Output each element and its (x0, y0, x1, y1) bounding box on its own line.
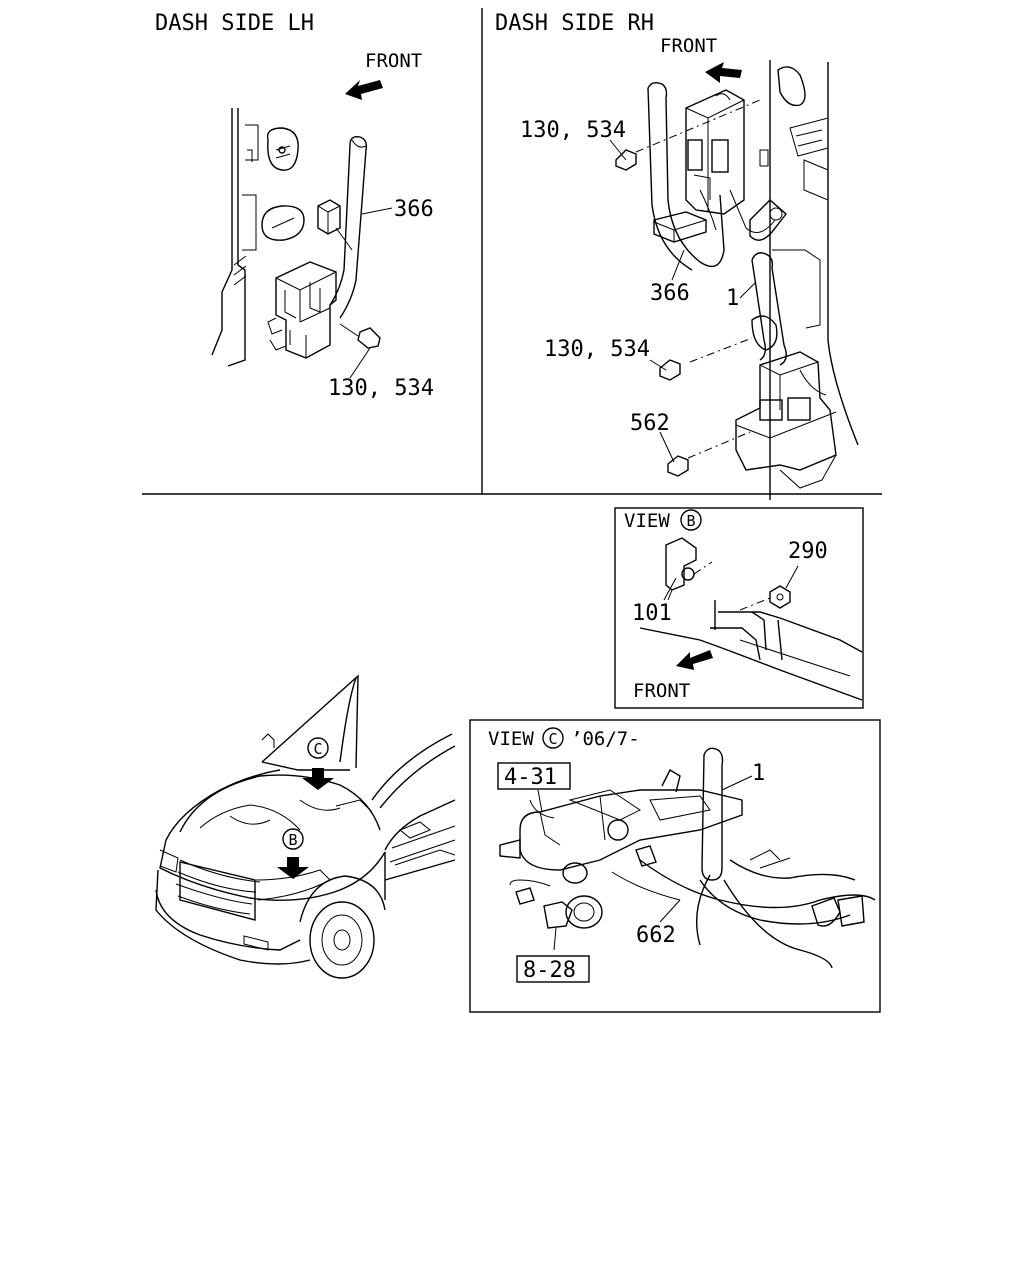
front-arrow-icon (705, 62, 742, 83)
ref-box-8-28 (516, 955, 590, 983)
callout-130-534-rh-top: 130, 534 (520, 118, 626, 143)
view-c-date: ’06/7- (571, 728, 640, 750)
callout-130-534-rh-mid: 130, 534 (544, 337, 650, 362)
marker-b-circle-icon (282, 828, 304, 850)
down-arrow-icon (302, 768, 334, 790)
dash-lh-front-label: FRONT (365, 50, 422, 72)
ref-box-4-31-label: 4-31 (504, 765, 557, 790)
front-arrow-icon (676, 650, 713, 670)
marker-c-circle-icon (307, 737, 329, 759)
dash-side-lh-panel: DASH SIDE LH FRONT (155, 11, 434, 401)
panel-dividers (142, 8, 882, 495)
view-b-title: VIEW (624, 510, 670, 532)
view-c-title: VIEW (488, 728, 534, 750)
callout-366-lh: 366 (394, 197, 434, 222)
callout-290: 290 (788, 539, 828, 564)
dash-side-rh-panel: DASH SIDE RH FRONT 130, 534 (495, 11, 859, 500)
callout-130-534-lh: 130, 534 (328, 376, 434, 401)
marker-c-letter: C (313, 740, 322, 758)
view-c-circle-icon (542, 727, 564, 749)
view-b-panel: VIEW B 101 290 FRONT (614, 507, 864, 709)
vehicle-overview: C B (155, 674, 456, 979)
down-arrow-icon (277, 857, 309, 879)
dash-lh-title: DASH SIDE LH (155, 11, 314, 36)
dash-rh-title: DASH SIDE RH (495, 11, 654, 36)
view-c-panel: VIEW C ’06/7- 4-31 8-28 1 (469, 719, 881, 1013)
front-arrow-icon (345, 80, 383, 100)
callout-1-rh: 1 (726, 286, 739, 311)
marker-b-letter: B (288, 831, 297, 849)
view-c-letter: C (548, 730, 557, 748)
dash-rh-front-label: FRONT (660, 35, 717, 57)
view-b-front-label: FRONT (633, 680, 690, 702)
callout-366-rh: 366 (650, 281, 690, 306)
view-b-circle-icon (680, 509, 702, 531)
ref-box-8-28-label: 8-28 (523, 958, 576, 983)
callout-1-view-c: 1 (752, 761, 765, 786)
callout-662: 662 (636, 923, 676, 948)
callout-562-rh: 562 (630, 411, 670, 436)
callout-101: 101 (632, 601, 672, 626)
ref-box-4-31 (497, 762, 571, 790)
view-b-letter: B (686, 512, 695, 530)
